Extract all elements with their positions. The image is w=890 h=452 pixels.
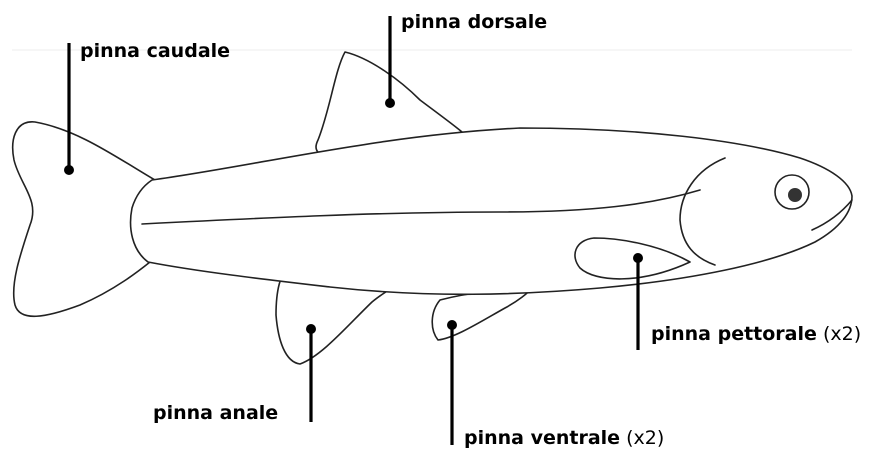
label-anal-fin-name: pinna anale xyxy=(153,402,278,424)
label-dorsal-fin-name: pinna dorsale xyxy=(401,11,547,33)
fish-body xyxy=(131,128,852,294)
dot-ventral xyxy=(447,320,457,330)
eye-pupil xyxy=(788,188,802,202)
label-ventral-fin-count: (x2) xyxy=(626,427,664,449)
dot-pectoral xyxy=(633,253,643,263)
label-ventral-fin: pinna ventrale (x2) xyxy=(464,427,664,449)
dot-anal xyxy=(306,324,316,334)
label-caudal-fin-name: pinna caudale xyxy=(80,40,230,62)
label-pectoral-fin-count: (x2) xyxy=(823,323,861,345)
dot-dorsal xyxy=(385,98,395,108)
label-caudal-fin: pinna caudale xyxy=(80,40,230,62)
label-dorsal-fin: pinna dorsale xyxy=(401,11,547,33)
label-pectoral-fin-name: pinna pettorale xyxy=(651,323,817,345)
dot-caudal xyxy=(64,165,74,175)
label-anal-fin: pinna anale xyxy=(153,402,278,424)
label-ventral-fin-name: pinna ventrale xyxy=(464,427,620,449)
label-pectoral-fin: pinna pettorale (x2) xyxy=(651,323,861,345)
ventral-fin xyxy=(432,288,532,340)
